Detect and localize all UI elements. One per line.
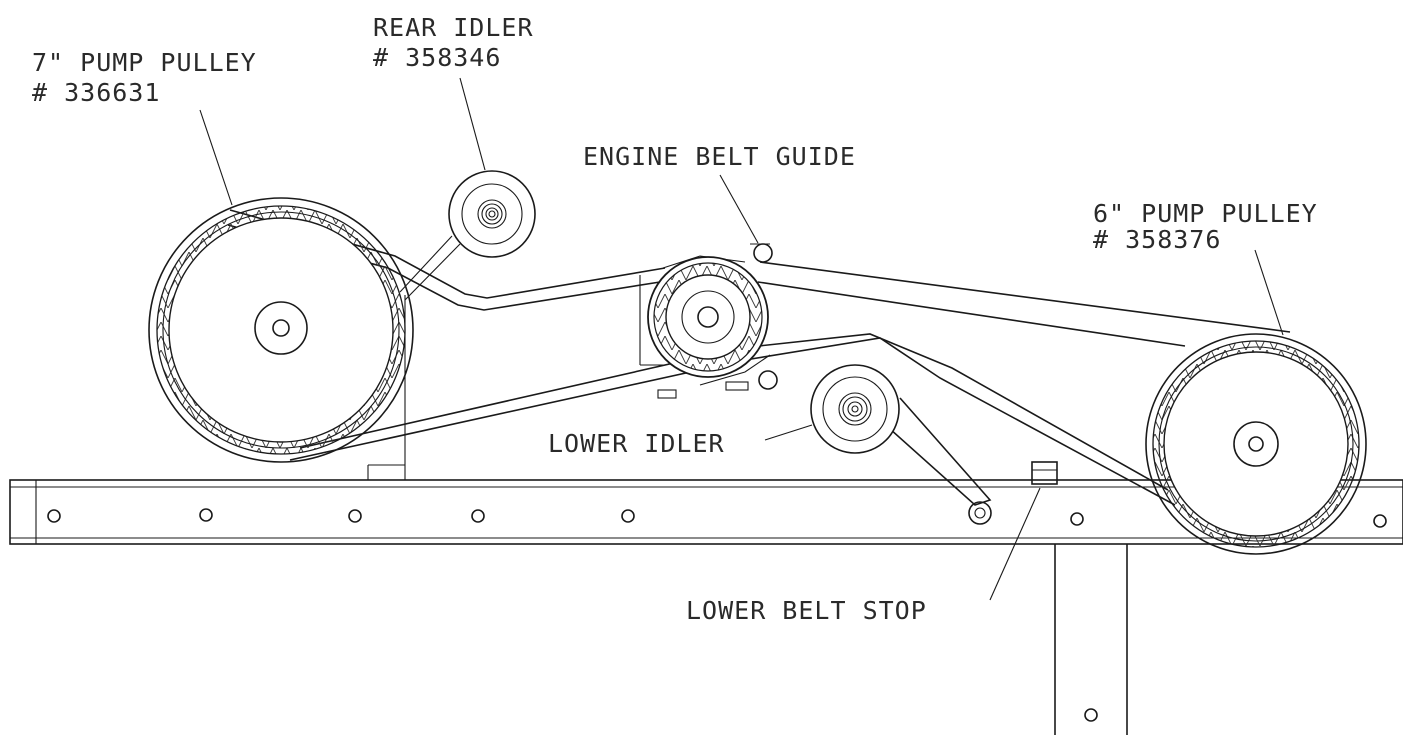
vertical-post <box>1054 544 1128 735</box>
engine-pulley <box>647 256 769 378</box>
pump-pulley-6-part-number: # 358376 <box>1093 225 1221 254</box>
rear-idler-label: REAR IDLER <box>373 13 534 42</box>
lower-idler-pulley <box>810 364 992 525</box>
pump-pulley-7-inch <box>148 197 414 463</box>
drive-belt <box>227 209 1291 506</box>
lower-belt-stop-label: LOWER BELT STOP <box>686 596 927 625</box>
lower-belt-stop <box>1031 461 1058 485</box>
pump-pulley-7-part-number: # 336631 <box>32 78 160 107</box>
lower-idler-label: LOWER IDLER <box>548 429 725 458</box>
pump-pulley-6-inch <box>1145 333 1367 555</box>
engine-belt-guide <box>657 243 778 399</box>
rear-idler-part-number: # 358346 <box>373 43 501 72</box>
pump-pulley-6-label: 6" PUMP PULLEY <box>1093 199 1318 228</box>
leader-lines <box>199 77 1284 601</box>
pump-pulley-7-label: 7" PUMP PULLEY <box>32 48 257 77</box>
rear-idler-pulley <box>399 170 536 301</box>
rail-bolt-holes <box>47 508 1387 528</box>
engine-belt-guide-label: ENGINE BELT GUIDE <box>583 142 856 171</box>
